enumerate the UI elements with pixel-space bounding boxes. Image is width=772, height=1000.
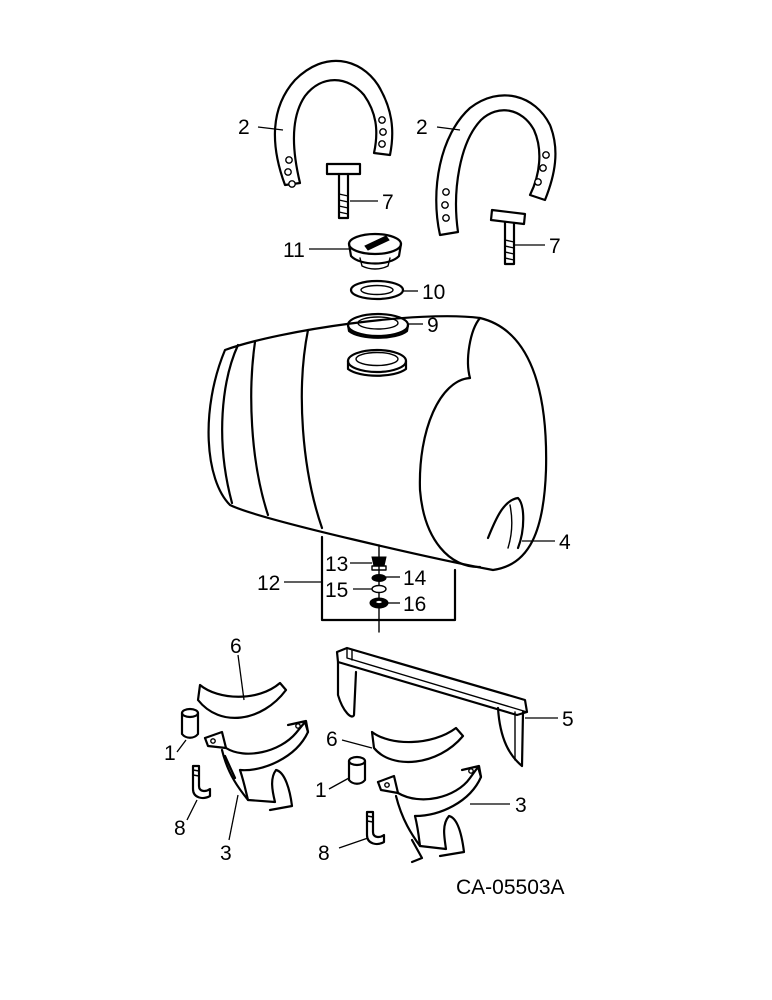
callout-3-right: 3 xyxy=(515,794,527,817)
callout-11: 11 xyxy=(283,239,305,262)
callout-labels: 2 2 7 7 11 10 9 4 12 13 14 15 16 6 5 6 1… xyxy=(164,116,574,899)
bracket-left xyxy=(203,719,310,812)
callout-3-left: 3 xyxy=(220,842,232,865)
t-bolt-right xyxy=(489,208,527,266)
callout-5: 5 xyxy=(562,708,574,731)
callout-14: 14 xyxy=(403,567,427,590)
callout-8-right: 8 xyxy=(318,842,330,865)
filler-cap xyxy=(347,232,403,270)
bracket-right xyxy=(376,764,483,864)
callout-6-left: 6 xyxy=(230,635,242,658)
callout-6-right: 6 xyxy=(326,728,338,751)
saddle-pad-right xyxy=(370,726,465,763)
callout-15: 15 xyxy=(325,579,348,602)
callout-1-left: 1 xyxy=(164,742,176,765)
leader-lines xyxy=(176,126,558,849)
saddle-pad-left xyxy=(196,681,288,719)
callout-4: 4 xyxy=(559,531,571,554)
callout-13: 13 xyxy=(325,553,348,576)
spacer-right xyxy=(347,755,367,785)
gasket xyxy=(349,279,405,301)
callout-7-right: 7 xyxy=(549,235,561,258)
drain-group xyxy=(320,535,457,633)
strap-right xyxy=(435,94,557,237)
support-rail xyxy=(335,646,529,768)
callout-12: 12 xyxy=(257,572,280,595)
callout-8-left: 8 xyxy=(174,817,186,840)
callout-16: 16 xyxy=(403,593,426,616)
strap-left xyxy=(273,59,394,188)
t-bolt-left xyxy=(325,162,362,220)
callout-2-left: 2 xyxy=(238,116,250,139)
spacer-left xyxy=(180,707,200,739)
j-bolt-right xyxy=(365,810,386,846)
tank xyxy=(207,315,548,572)
callout-9: 9 xyxy=(427,314,439,337)
callout-7-left: 7 xyxy=(382,191,394,214)
callout-1-right: 1 xyxy=(315,779,327,802)
j-bolt-left xyxy=(191,764,212,800)
neck-ring xyxy=(346,312,410,339)
figure-code: CA-05503A xyxy=(456,876,565,899)
callout-10: 10 xyxy=(422,281,445,304)
callout-2-right: 2 xyxy=(416,116,428,139)
